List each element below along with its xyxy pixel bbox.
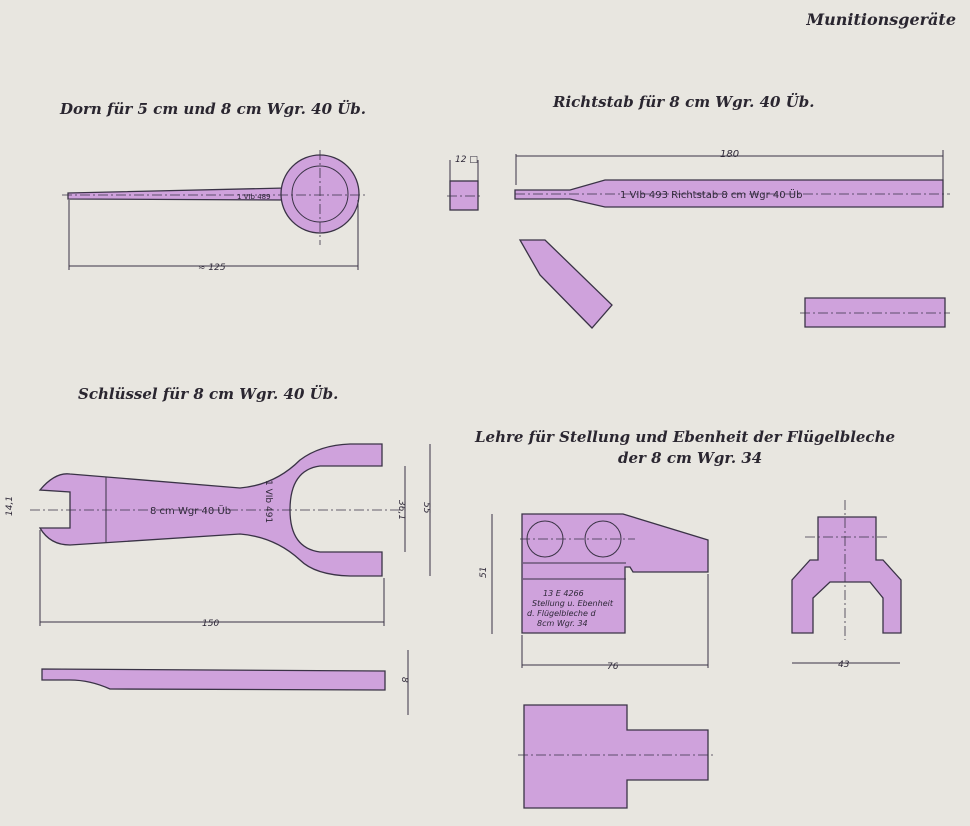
dorn-drawing: 1 VIb 489 ≈ 125 (62, 150, 365, 273)
title-lehre-2: der 8 cm Wgr. 34 (618, 449, 763, 467)
richtstab-length: 180 (720, 149, 739, 160)
dim-small: 14,1 (5, 496, 15, 516)
title-richtstab: Richtstab für 8 cm Wgr. 40 Üb. (553, 93, 815, 111)
richtstab-square: 12 □ (455, 155, 478, 165)
page-header: Munitionsgeräte (806, 10, 956, 29)
dim-length: 150 (202, 619, 219, 629)
schluessel-drawing: 8 cm Wgr 40 Üb 1 VIb 491 14,1 36,1 55 15… (5, 443, 431, 715)
title-schluessel: Schlüssel für 8 cm Wgr. 40 Üb. (78, 385, 339, 403)
richtstab-drawing: 12 □ 180 1 VIb 493 Richtstab 8 cm Wgr 40… (447, 149, 950, 329)
lehre-dim-width: 76 (607, 662, 619, 672)
richtstab-inscription: 1 VIb 493 Richtstab 8 cm Wgr 40 Üb (620, 188, 802, 201)
title-dorn: Dorn für 5 cm und 8 cm Wgr. 40 Üb. (60, 100, 367, 118)
lehre-dim-height: 51 (479, 567, 489, 578)
schluessel-inscription: 8 cm Wgr 40 Üb (150, 504, 231, 517)
dorn-part-no: 1 VIb 489 (237, 193, 271, 201)
dim-height: 55 (421, 502, 431, 514)
dim-thickness: 8 (399, 677, 409, 683)
dorn-length: ≈ 125 (198, 263, 226, 273)
schluessel-part-no: 1 VIb 491 (263, 480, 273, 523)
lehre-note: 13 E 4266 Stellung u. Ebenheit d. Flügel… (527, 589, 616, 628)
dim-jaw: 36,1 (396, 500, 406, 520)
lehre-dim-side: 43 (838, 660, 850, 670)
lehre-drawing: 13 E 4266 Stellung u. Ebenheit d. Flügel… (479, 500, 902, 809)
title-lehre-1: Lehre für Stellung und Ebenheit der Flüg… (475, 428, 896, 446)
